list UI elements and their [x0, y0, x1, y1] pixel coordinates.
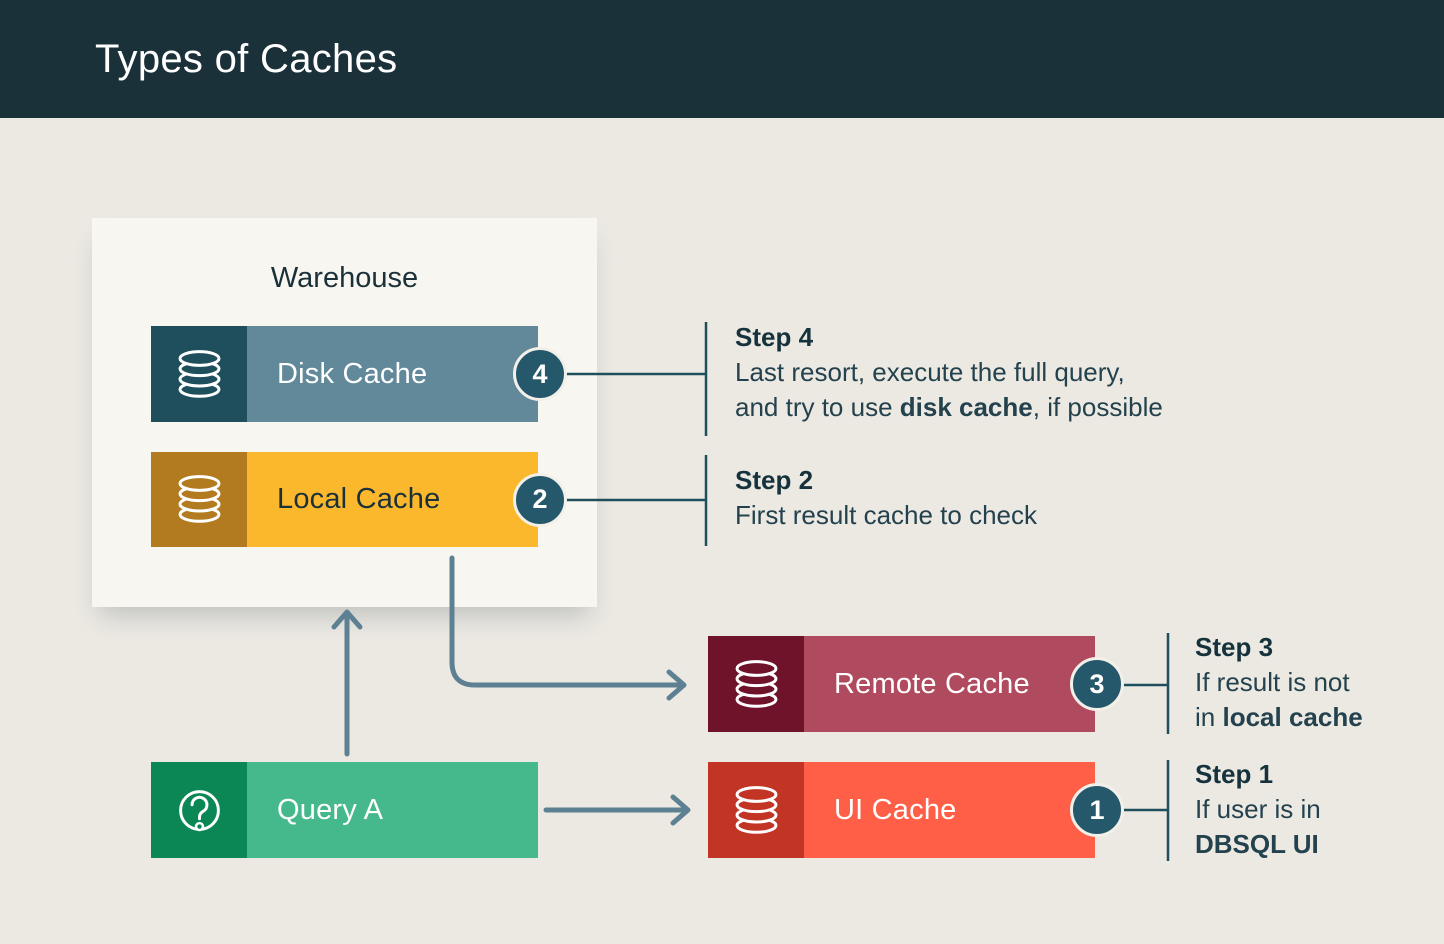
- step-1-title: Step 1: [1195, 759, 1274, 789]
- page-title: Types of Caches: [95, 36, 398, 81]
- step-4-annotation: Step 4 Last resort, execute the full que…: [735, 320, 1163, 425]
- step-badge-2: 2: [513, 472, 567, 527]
- database-icon: [178, 475, 220, 523]
- disk-cache-label: Disk Cache: [247, 326, 538, 422]
- node-local-cache: Local Cache 2: [151, 452, 567, 547]
- local-cache-label: Local Cache: [247, 452, 538, 547]
- ui-cache-label: UI Cache: [804, 762, 1095, 858]
- step-badge-3: 3: [1070, 657, 1124, 711]
- step-badge-4: 4: [513, 347, 567, 401]
- remote-cache-label: Remote Cache: [804, 636, 1095, 732]
- step-badge-1: 1: [1070, 783, 1124, 837]
- database-icon: [178, 349, 220, 398]
- warehouse-label: Warehouse: [270, 262, 419, 294]
- step-2-title: Step 2: [735, 465, 814, 495]
- node-disk-cache: Disk Cache 4: [151, 326, 567, 422]
- remote-cache-icon-box: [708, 636, 804, 732]
- flow-arrow-query-to-warehouse: [331, 609, 363, 757]
- header-bar: Types of Caches: [0, 0, 1444, 118]
- node-ui-cache: UI Cache 1: [708, 762, 1124, 858]
- step-3-title: Step 3: [1195, 632, 1274, 662]
- step-4-title: Step 4: [735, 322, 814, 352]
- flow-arrow-query-to-ui-cache: [543, 794, 691, 826]
- database-icon: [735, 785, 777, 834]
- local-cache-icon-box: [151, 452, 247, 547]
- step-2-annotation: Step 2 First result cache to check: [735, 463, 1037, 533]
- database-icon: [735, 659, 777, 708]
- query-a-label: Query A: [247, 762, 538, 858]
- ui-cache-icon-box: [708, 762, 804, 858]
- node-remote-cache: Remote Cache 3: [708, 636, 1124, 732]
- question-mark-icon: [178, 789, 220, 831]
- query-a-icon-box: [151, 762, 247, 858]
- step-4-text: Last resort, execute the full query,and …: [735, 357, 1163, 422]
- node-query-a: Query A: [151, 762, 538, 858]
- step-2-text: First result cache to check: [735, 500, 1037, 530]
- disk-cache-icon-box: [151, 326, 247, 422]
